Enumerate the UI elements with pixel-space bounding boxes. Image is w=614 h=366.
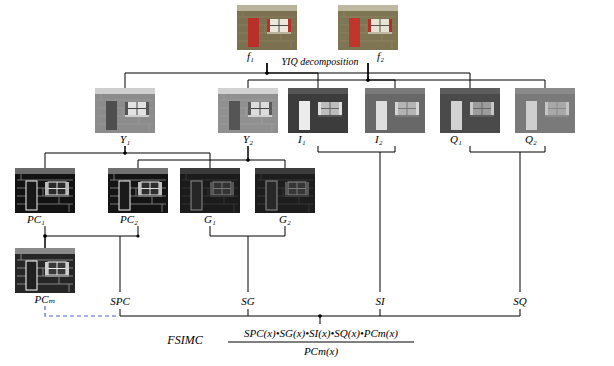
image-node: G₂ (255, 168, 315, 226)
image-caption: Y₂ (243, 133, 253, 146)
image-node: Y₂ (218, 88, 278, 146)
chroma-image (515, 88, 575, 133)
image-node: Q₁ (440, 88, 500, 146)
junction-dot (136, 234, 139, 237)
wire (210, 226, 285, 292)
phase-congruency-map (15, 168, 75, 213)
luminance-image (95, 88, 155, 133)
gradient-map (180, 168, 240, 213)
tree-connector (45, 146, 125, 168)
wire (120, 309, 520, 324)
chroma-image (365, 88, 425, 133)
image-caption: PC₁ (27, 213, 45, 226)
tree-connector (368, 63, 395, 88)
formula-text: FSIMC (167, 333, 202, 347)
image-caption: G₂ (279, 213, 291, 226)
image-caption: f₂ (377, 50, 384, 63)
image-caption: Q₁ (450, 133, 462, 146)
junction-dot (123, 151, 126, 154)
image-node: f₂ (338, 5, 398, 63)
junction-dot (366, 78, 369, 81)
image-caption: f₁ (247, 50, 254, 63)
junction-dot (246, 158, 249, 161)
image-caption: Q₂ (525, 133, 537, 146)
junction-dot (366, 78, 369, 81)
tree-connector (248, 146, 285, 168)
fraction-bar (228, 342, 414, 343)
image-node: PCₘ (15, 248, 75, 306)
phase-congruency-map (108, 168, 168, 213)
junction-dot (265, 71, 268, 74)
similarity-label: SPC (110, 294, 130, 308)
similarity-label: SI (375, 294, 384, 308)
color-image (338, 5, 398, 50)
image-caption: PC₂ (120, 213, 138, 226)
chroma-image (440, 88, 500, 133)
image-node: PC₁ (15, 168, 75, 226)
junction-dot (246, 158, 249, 161)
junction-dot (265, 71, 268, 74)
junction-dot (265, 71, 268, 74)
step-label: YIQ decomposition (282, 55, 359, 69)
chroma-image (288, 88, 348, 133)
junction-dot (318, 314, 322, 318)
image-caption: G₁ (204, 213, 216, 226)
image-node: Y₁ (95, 88, 155, 146)
junction-dot (123, 151, 126, 154)
wire (470, 146, 545, 292)
max-phase-congruency-map (15, 248, 75, 293)
tree-connector (125, 63, 267, 88)
junction-dot (366, 78, 369, 81)
image-node: G₁ (180, 168, 240, 226)
image-caption: Y₁ (120, 133, 130, 146)
image-caption: PCₘ (35, 293, 56, 306)
tree-connector (45, 226, 138, 248)
gradient-map (255, 168, 315, 213)
image-node: f₁ (237, 5, 297, 63)
tree-connector (138, 146, 248, 168)
luminance-image (218, 88, 278, 133)
image-caption: I₁ (298, 133, 306, 146)
similarity-label: SQ (513, 294, 526, 308)
dashed-link (45, 306, 116, 316)
formula-text: PCm(x) (304, 344, 338, 358)
image-node: Q₂ (515, 88, 575, 146)
color-image (237, 5, 297, 50)
image-node: I₁ (288, 88, 348, 146)
wire (120, 236, 121, 292)
formula-text: SPC(x)•SG(x)•SI(x)•SQ(x)•PCm(x) (244, 326, 398, 340)
image-node: I₂ (365, 88, 425, 146)
image-caption: I₂ (375, 133, 383, 146)
image-node: PC₂ (108, 168, 168, 226)
tree-connector (368, 63, 545, 88)
similarity-label: SG (241, 294, 254, 308)
wire (318, 146, 395, 292)
